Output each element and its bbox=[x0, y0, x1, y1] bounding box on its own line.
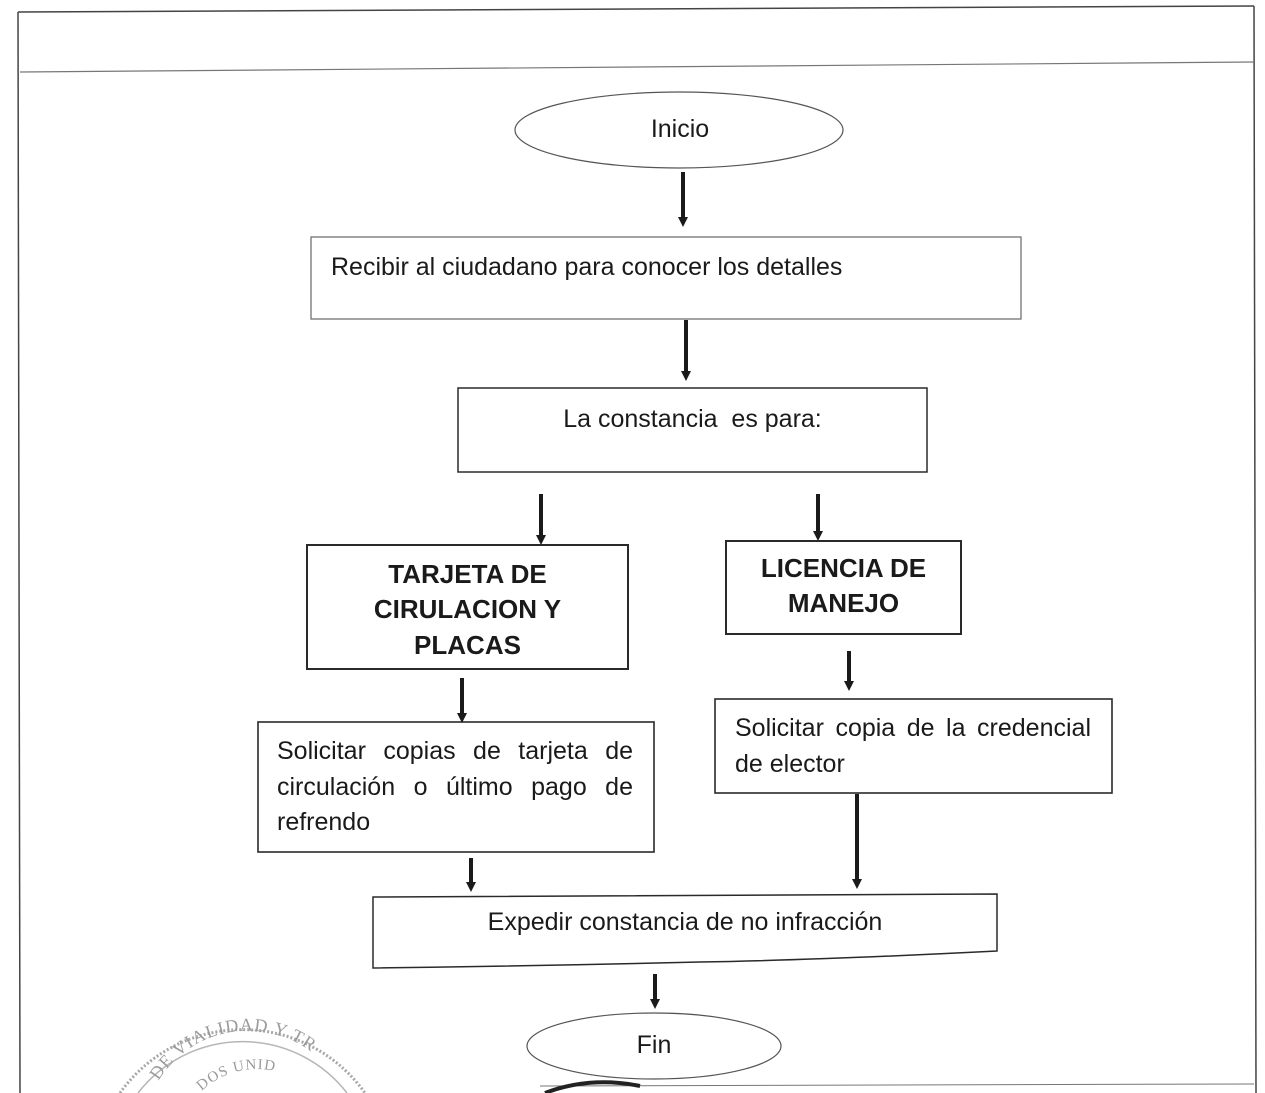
signature-stroke bbox=[544, 1080, 641, 1093]
decision-label: La constancia es para: bbox=[563, 405, 822, 433]
footer-line bbox=[539, 1083, 1255, 1087]
receive-label: Recibir al ciudadano para conocer los de… bbox=[331, 253, 843, 281]
header-divider-line bbox=[19, 61, 1255, 73]
official-seal: DE VIALIDAD Y TR DOS UNID bbox=[118, 1015, 367, 1093]
branch-right-box bbox=[725, 540, 962, 635]
end-terminator bbox=[526, 1012, 782, 1080]
issue-document-box bbox=[372, 893, 998, 969]
frame-left-line bbox=[17, 11, 21, 1093]
decision-box bbox=[457, 387, 928, 473]
step-left-box bbox=[257, 721, 655, 853]
branch-left-label: TARJETA DE CIRULACION Y PLACAS bbox=[373, 559, 562, 660]
receive-box bbox=[310, 236, 1022, 320]
issue-label: Expedir constancia de no infracción bbox=[487, 908, 883, 936]
seal-text-line2: DOS UNID bbox=[194, 1057, 277, 1093]
frame-top-line bbox=[17, 5, 1255, 13]
branch-left-box bbox=[306, 544, 629, 670]
frame-right-line bbox=[1253, 5, 1257, 1093]
branch-right-label: LICENCIA DE MANEJO bbox=[760, 553, 927, 619]
step-right-label: Solicitar copia de la credencial de elec… bbox=[735, 714, 1091, 778]
start-label: Inicio bbox=[650, 115, 710, 143]
start-terminator bbox=[514, 91, 844, 169]
step-right-box bbox=[714, 698, 1113, 794]
end-label: Fin bbox=[636, 1031, 672, 1059]
step-left-label: Solicitar copias de tarjeta de circulaci… bbox=[277, 737, 633, 836]
